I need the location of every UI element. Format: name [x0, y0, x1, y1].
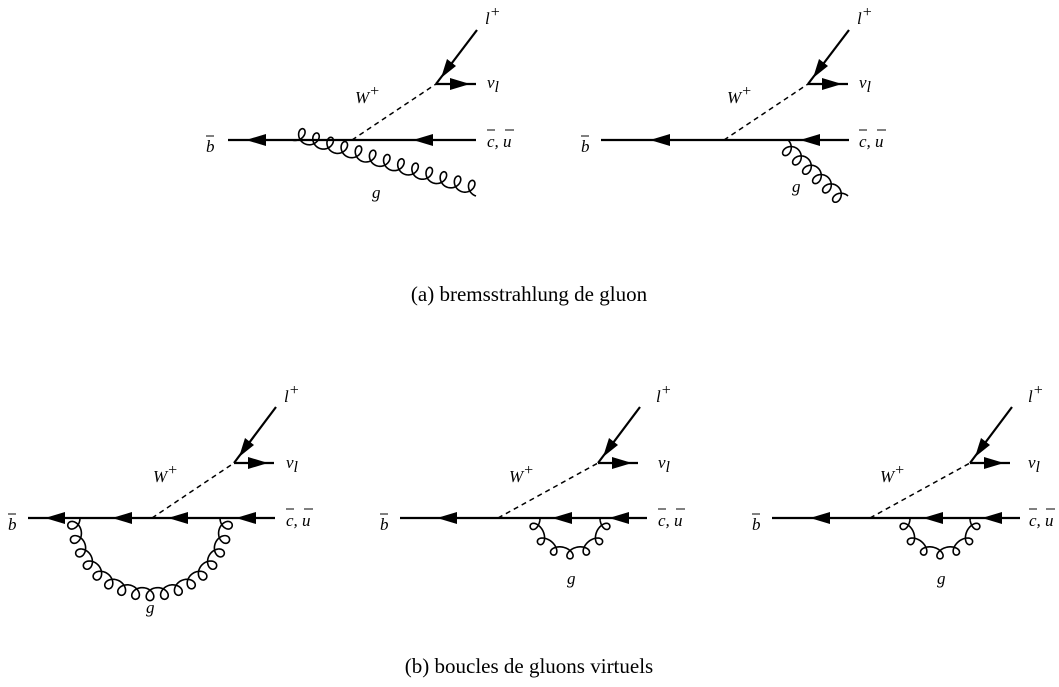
arrow-b-inner: [112, 512, 132, 524]
label-gluon: g: [937, 569, 946, 588]
arrow-lepton: [239, 438, 254, 457]
label-b: b: [581, 137, 590, 156]
label-cu: c, u: [286, 511, 311, 530]
label-cu: c, u: [859, 132, 884, 151]
arrow-neutrino: [822, 78, 842, 90]
arrow-cu: [609, 512, 629, 524]
diagram-a2: b W+ l+ νl c, u g: [581, 4, 886, 204]
w-boson-line: [351, 83, 437, 141]
label-w: W+: [509, 462, 534, 486]
arrow-cu-inner: [552, 512, 572, 524]
arrow-b: [246, 134, 266, 146]
label-w: W+: [153, 462, 178, 486]
label-w: W+: [727, 83, 752, 107]
gluon-emission: [291, 127, 477, 197]
label-gluon: g: [372, 183, 381, 202]
label-neutrino: νl: [487, 73, 500, 96]
diagram-b3: b W+ l+ νl c, u g: [752, 382, 1055, 588]
arrow-cu: [413, 134, 433, 146]
label-w: W+: [355, 83, 380, 107]
label-b: b: [380, 515, 389, 534]
label-lepton: l+: [1028, 382, 1044, 406]
label-cu: c, u: [658, 511, 683, 530]
label-neutrino: νl: [859, 73, 872, 96]
diagram-b2: b W+ l+ νl c, u g: [380, 382, 685, 588]
arrow-lepton: [603, 438, 618, 457]
arrow-b: [650, 134, 670, 146]
diagram-b1: b W+ l+ νl c, u g: [8, 382, 313, 617]
arrow-lepton: [975, 438, 990, 457]
arrow-cu: [982, 512, 1002, 524]
gluon-loop: [66, 517, 234, 602]
gluon-emission: [781, 139, 849, 204]
arrow-cu: [800, 134, 820, 146]
arrow-lepton: [813, 59, 828, 78]
label-b: b: [752, 515, 761, 534]
w-boson-line: [869, 462, 971, 519]
label-lepton: l+: [656, 382, 672, 406]
label-neutrino: νl: [286, 453, 299, 476]
label-b: b: [206, 137, 215, 156]
label-lepton: l+: [485, 4, 501, 28]
w-boson-line: [723, 83, 809, 141]
arrow-b: [437, 512, 457, 524]
arrow-neutrino: [248, 457, 268, 469]
caption-a: (a) bremsstrahlung de gluon: [411, 282, 648, 306]
arrow-cu: [236, 512, 256, 524]
label-b: b: [8, 515, 17, 534]
arrow-b-inner: [923, 512, 943, 524]
diagram-a1: b W+ l+ νl c, u g: [206, 4, 514, 202]
arrow-cu-inner: [168, 512, 188, 524]
arrow-neutrino: [450, 78, 470, 90]
label-neutrino: νl: [658, 453, 671, 476]
label-neutrino: νl: [1028, 453, 1041, 476]
caption-b: (b) boucles de gluons virtuels: [405, 654, 653, 678]
w-boson-line: [151, 462, 235, 519]
label-gluon: g: [792, 177, 801, 196]
label-gluon: g: [567, 569, 576, 588]
arrow-neutrino: [984, 457, 1004, 469]
arrow-lepton: [441, 59, 456, 78]
label-w: W+: [880, 462, 905, 486]
label-lepton: l+: [857, 4, 873, 28]
gluon-loop: [529, 517, 611, 560]
arrow-b: [45, 512, 65, 524]
label-cu: c, u: [487, 132, 512, 151]
gluon-loop: [899, 517, 981, 560]
label-gluon: g: [146, 598, 155, 617]
arrow-b: [810, 512, 830, 524]
arrow-neutrino: [612, 457, 632, 469]
w-boson-line: [497, 462, 599, 519]
label-cu: c, u: [1029, 511, 1054, 530]
label-lepton: l+: [284, 382, 300, 406]
